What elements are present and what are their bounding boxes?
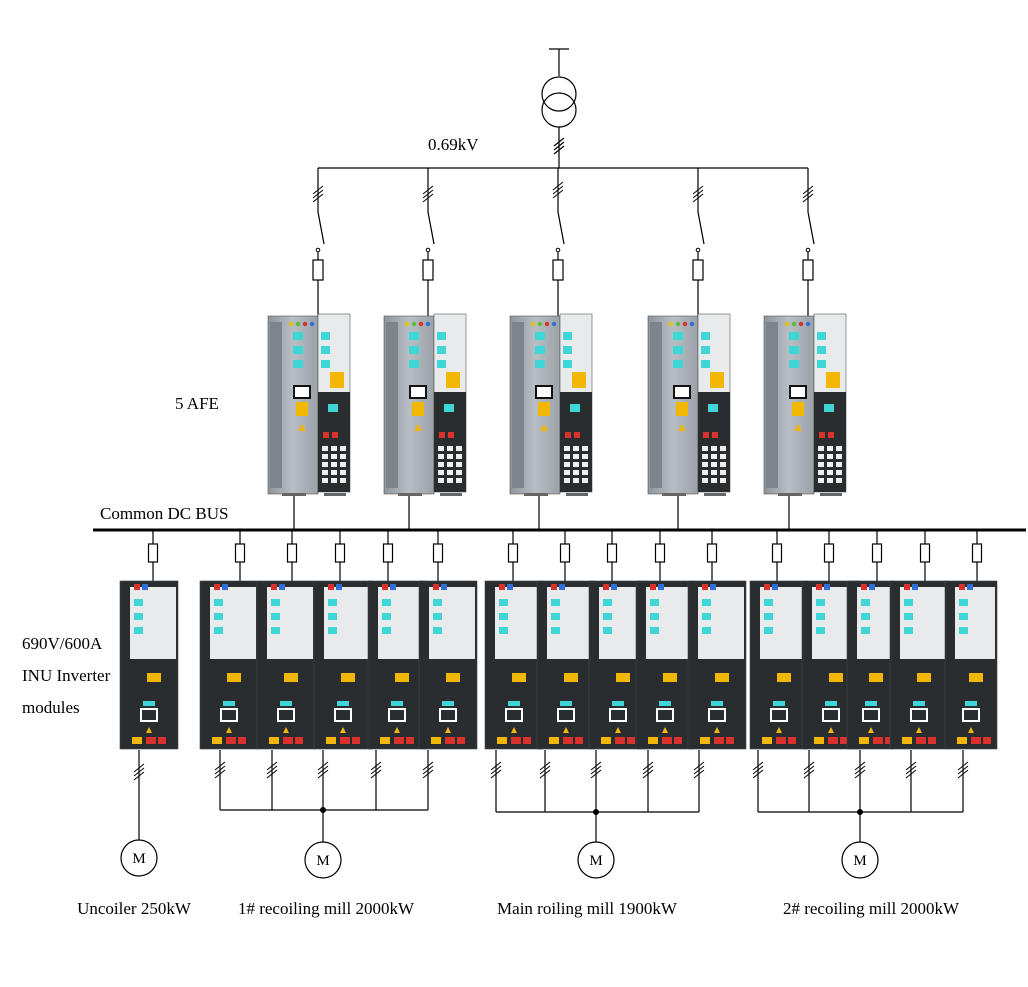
afe-feeder [802, 168, 815, 316]
afe-feeder [552, 168, 565, 316]
inverter-feeder [334, 530, 346, 584]
motor-symbol: M [589, 853, 602, 869]
motor-wiring-group [490, 750, 705, 842]
inverter-feeder [871, 530, 883, 584]
drive-label-1-recoiling-mill: 1# recoiling mill 2000kW [238, 899, 415, 918]
afe-modules [267, 313, 847, 530]
inverter-feeder [771, 530, 783, 584]
inverter-module [687, 580, 747, 750]
inverter-module [119, 580, 179, 750]
motor-wiring [133, 750, 969, 842]
drive-label-main-rolling-mill: Main roiling mill 1900kW [497, 899, 678, 918]
inverter-feeder [919, 530, 931, 584]
inverter-module [944, 580, 998, 750]
drive-label-2-recoiling-mill: 2# recoiling mill 2000kW [783, 899, 960, 918]
inverter-module [418, 580, 478, 750]
inverter-label-line-3: modules [22, 698, 80, 717]
supply-voltage-label: 0.69kV [428, 135, 479, 154]
motor-wiring-group [752, 750, 969, 842]
inverter-label-line-2: INU Inverter [22, 666, 111, 685]
inverter-module [536, 580, 596, 750]
motor-symbol: M [316, 853, 329, 869]
motor-icon-2-recoiling-mill: M [841, 841, 879, 879]
inu-modules [119, 580, 998, 750]
inverter-feeder [823, 530, 835, 584]
inverter-feeder [147, 530, 159, 584]
inverter-feeder [654, 530, 666, 584]
motor-icon-uncoiler: M [120, 839, 158, 877]
motor-icon-main-rolling-mill: M [577, 841, 615, 879]
inverter-feeder [606, 530, 618, 584]
inverter-module [256, 580, 316, 750]
afe-module [647, 313, 731, 496]
inverter-module [635, 580, 695, 750]
afe-feeder [422, 168, 435, 316]
inverter-module [889, 580, 949, 750]
transformer-icon [541, 48, 577, 168]
motor-wiring-group [133, 750, 145, 840]
inverter-module [846, 580, 896, 750]
motor-icon-1-recoiling-mill: M [304, 841, 342, 879]
inverter-feeder [432, 530, 444, 584]
inverter-label-line-1: 690V/600A [22, 634, 103, 653]
inverter-feeder [507, 530, 519, 584]
inverter-feeder [559, 530, 571, 584]
inverter-feeder [706, 530, 718, 584]
afe-feeder [692, 168, 705, 316]
afe-feeder [312, 168, 325, 316]
inu-feeders [147, 530, 983, 584]
motor-wiring-group [214, 750, 434, 842]
inverter-module [749, 580, 809, 750]
afe-module [763, 313, 847, 496]
afe-module [509, 313, 593, 496]
afe-label: 5 AFE [175, 394, 219, 413]
inverter-feeder [234, 530, 246, 584]
inverter-feeder [382, 530, 394, 584]
afe-module [383, 313, 467, 496]
afe-feeders [312, 168, 815, 316]
dc-bus-label: Common DC BUS [100, 504, 228, 523]
inverter-module [484, 580, 544, 750]
inverter-feeder [286, 530, 298, 584]
inverter-module [199, 580, 259, 750]
drive-labels: Uncoiler 250kW 1# recoiling mill 2000kW … [77, 899, 960, 918]
motor-symbol: M [132, 851, 145, 867]
inverter-feeder [971, 530, 983, 584]
inverter-module [313, 580, 373, 750]
motor-symbol: M [853, 853, 866, 869]
drive-label-uncoiler: Uncoiler 250kW [77, 899, 192, 918]
motors: M M M M [120, 839, 879, 879]
inverter-label: 690V/600A INU Inverter modules [22, 634, 111, 717]
inverter-module [367, 580, 427, 750]
afe-module [267, 313, 351, 496]
